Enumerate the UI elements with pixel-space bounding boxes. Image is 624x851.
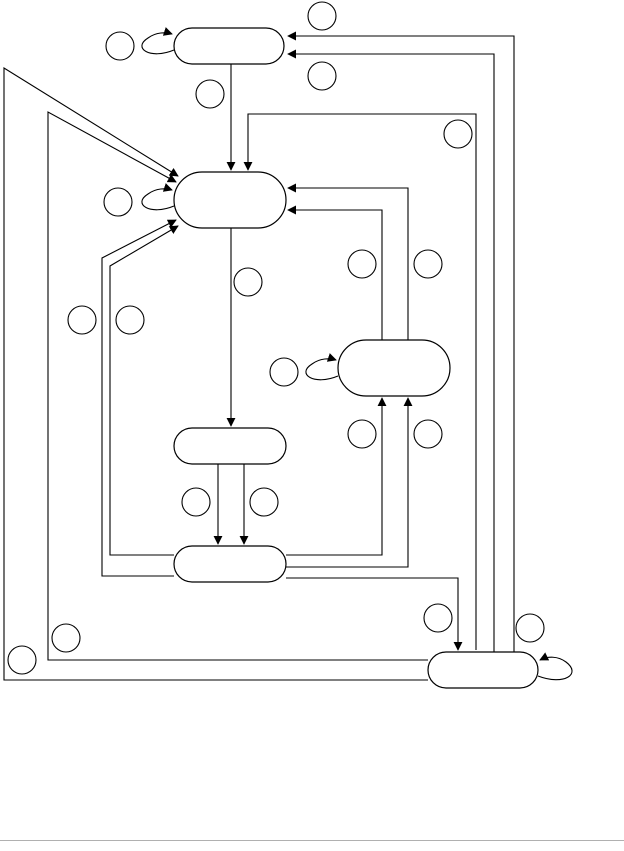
- edge-s5-s3-inner: [286, 397, 387, 556]
- footer-rule: [0, 840, 624, 841]
- state-2: [173, 171, 287, 229]
- transition-circle: [105, 31, 135, 61]
- self-loop-1: [141, 27, 175, 55]
- state-3: [337, 339, 451, 397]
- transition-circle: [515, 613, 545, 643]
- transition-circle: [347, 419, 377, 449]
- transition-circle: [195, 79, 225, 109]
- transition-circle: [347, 249, 377, 279]
- edge-s6-s1-b: [287, 49, 495, 652]
- state-5: [173, 545, 287, 583]
- edge-s5-s2-inner: [109, 225, 179, 556]
- edge-s6-s2-top: [243, 113, 477, 650]
- transition-circle: [423, 603, 453, 633]
- transition-circle: [413, 419, 443, 449]
- self-loop-6: [537, 652, 573, 681]
- transition-circle: [307, 61, 337, 91]
- self-loop-3: [305, 353, 339, 381]
- edge-s6-s1-a: [287, 31, 515, 652]
- edge-s5-s3-outer: [286, 397, 413, 568]
- edge-s5-s6: [286, 577, 463, 651]
- transition-circle: [233, 267, 263, 297]
- transition-circle: [115, 305, 145, 335]
- transition-circle: [443, 119, 473, 149]
- transition-circle: [307, 1, 337, 31]
- state-6: [427, 651, 539, 689]
- edge-s3-s2-inner: [287, 205, 383, 340]
- transition-circle: [181, 487, 211, 517]
- edge-s6-s2-left-inner: [47, 111, 428, 661]
- transition-circle: [67, 305, 97, 335]
- edge-s5-s2-outer: [101, 219, 177, 577]
- state-1: [173, 27, 285, 65]
- edge-s6-s2-left-outer: [3, 67, 428, 681]
- transition-circle: [413, 249, 443, 279]
- transition-circle: [269, 357, 299, 387]
- transition-circle: [7, 645, 37, 675]
- state-4: [173, 427, 287, 465]
- self-loop-2: [141, 183, 175, 211]
- transition-circle: [249, 487, 279, 517]
- transition-circle: [51, 623, 81, 653]
- edge-s3-s2-outer: [287, 183, 409, 340]
- transition-circle: [103, 187, 133, 217]
